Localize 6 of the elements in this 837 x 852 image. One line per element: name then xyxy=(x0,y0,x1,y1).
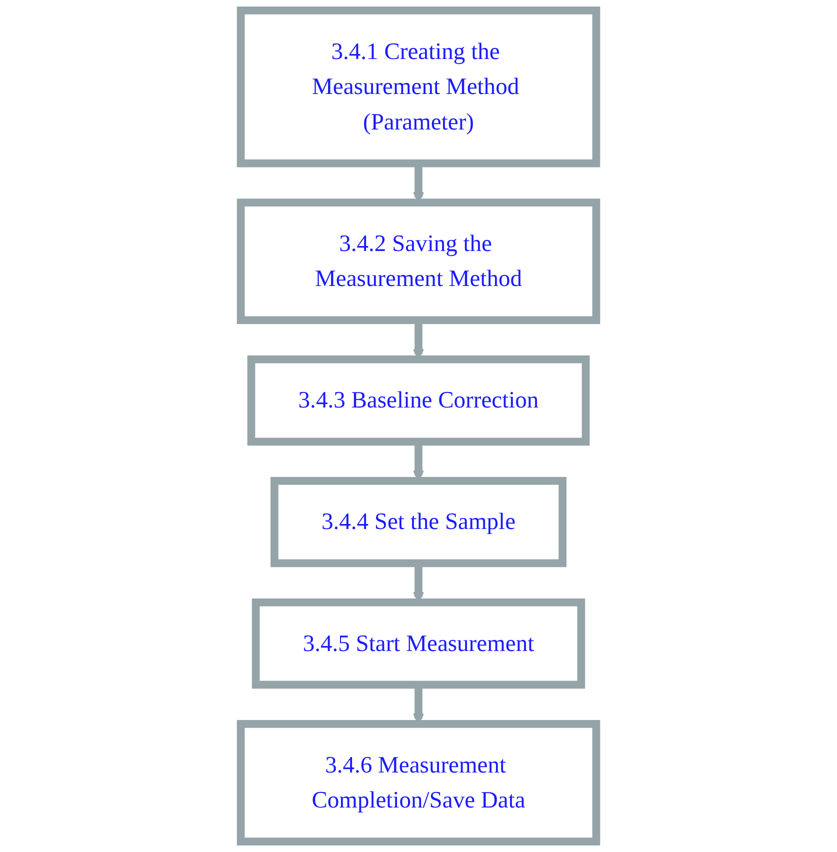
node-box: 3.4.5 Start Measurement xyxy=(252,598,586,689)
node-box: 3.4.4 Set the Sample xyxy=(270,476,566,568)
node-box: 3.4.3 Baseline Correction xyxy=(247,355,590,446)
node-box: 3.4.1 Creating the Measurement Method (Parameter) xyxy=(236,6,600,168)
node-box: 3.4.2 Saving the Measurement Method xyxy=(236,198,600,324)
node-box: 3.4.6 Measurement Completion/Save Data xyxy=(236,720,600,846)
